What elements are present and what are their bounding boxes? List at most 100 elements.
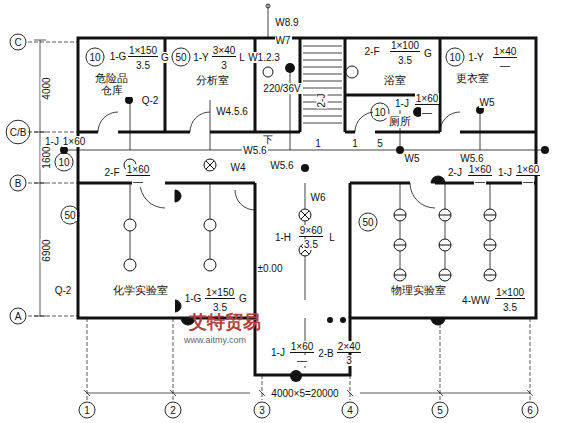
fixture-label: W4.5.6 xyxy=(215,106,249,117)
number-circle xyxy=(522,402,538,418)
axis-or-circle-number: 5 xyxy=(436,405,444,416)
fixture-label: 9×60 xyxy=(299,225,324,237)
walls xyxy=(78,38,536,375)
fixture-label: — xyxy=(522,176,534,187)
number-circle xyxy=(342,402,358,418)
number-circle xyxy=(446,48,464,66)
axis-or-circle-number: 50 xyxy=(63,210,76,221)
fixture-label: G xyxy=(160,52,170,63)
axis-or-circle-number: 2 xyxy=(169,405,177,416)
axis-or-circle-number: 10 xyxy=(57,157,70,168)
number-circle xyxy=(61,206,79,224)
fixture-label: 1×60 xyxy=(62,136,87,147)
axis-or-circle-number: A xyxy=(14,311,23,322)
fixture-label: 1 xyxy=(351,138,359,149)
number-circle xyxy=(10,175,26,191)
fixture-label: 220/36V xyxy=(262,83,301,94)
room-name: 化学实验室 xyxy=(111,283,170,297)
stair-tread xyxy=(303,81,342,82)
number-circle xyxy=(254,402,270,418)
stair-tread xyxy=(303,60,342,61)
fixture-label: G xyxy=(238,293,248,304)
number-circle xyxy=(86,48,104,66)
fixture-label: 1-J xyxy=(497,167,513,178)
axis-or-circle-number: 10 xyxy=(373,107,386,118)
stair-tread xyxy=(303,88,342,89)
wiring xyxy=(64,4,545,368)
lamps xyxy=(124,66,496,325)
axis-or-circle-number: 50 xyxy=(361,217,374,228)
fixture-label: 1×60 xyxy=(290,341,315,353)
number-circle xyxy=(79,402,95,418)
number-circle xyxy=(432,402,448,418)
fixture-label: W4 xyxy=(230,162,247,173)
fixture-label: 1-Y xyxy=(467,52,485,63)
fixture-label: 1×60 xyxy=(468,164,493,176)
fixture-label: 3.5 xyxy=(303,239,319,250)
fixture-label: 1×150 xyxy=(128,45,158,57)
fixture-label: 2×40 xyxy=(337,341,362,353)
fixture-label: 3.5 xyxy=(397,55,413,66)
room-name: 更衣室 xyxy=(454,71,491,85)
axis-or-circle-number: B xyxy=(14,178,23,189)
fixture-label: 3.5 xyxy=(502,302,518,313)
fixture-label: G xyxy=(423,48,433,59)
fixture-label: 5 xyxy=(376,138,384,149)
fixture-label: W5 xyxy=(479,97,496,108)
fixture-label: — xyxy=(421,107,433,118)
fixture-label: L xyxy=(328,232,336,243)
dimension-lines xyxy=(28,40,533,400)
stair-tread xyxy=(303,46,342,47)
fixture-label: 2-B xyxy=(317,348,335,359)
fixture-label: 1×60 xyxy=(516,164,541,176)
fixture-label: 1×60 xyxy=(415,93,440,105)
fixture-label: — xyxy=(296,355,308,366)
number-circle xyxy=(10,34,26,50)
fixture-label: 1×40 xyxy=(493,46,518,58)
axis-or-circle-number: 6 xyxy=(526,405,534,416)
number-circle xyxy=(359,213,377,231)
fixture-label: 2-F xyxy=(104,167,121,178)
fixture-label: 1×60 xyxy=(126,164,151,176)
fixture-label: 1-Y xyxy=(192,52,210,63)
fixture-label: 1×100 xyxy=(390,40,420,52)
fixture-label: 6900 xyxy=(41,238,52,262)
fixture-label: 下 xyxy=(262,134,274,145)
fixture-label: W5.6 xyxy=(242,145,267,156)
number-circle xyxy=(165,402,181,418)
fixture-label: Q-2 xyxy=(54,285,73,296)
fixture-label: 4000 xyxy=(41,76,52,100)
axis-or-circle-number: 10 xyxy=(448,52,461,63)
room-title: 物理实验室 xyxy=(391,284,446,296)
stair-tread xyxy=(303,67,342,68)
room-title: 厕所 xyxy=(389,115,411,127)
fixture-label: — xyxy=(499,60,511,71)
stair-tread xyxy=(303,123,342,124)
room-title: 化学实验室 xyxy=(113,284,168,296)
fixture-label: W1.2.3 xyxy=(247,52,281,63)
fixture-label: 2-F xyxy=(364,46,381,57)
fixture-label: 2-J xyxy=(447,167,463,178)
fixture-label: L xyxy=(238,52,246,63)
room-name: 物理实验室 xyxy=(389,283,448,297)
fixture-label: W5.6 xyxy=(459,153,484,164)
axis-or-circle-number: C/B xyxy=(9,127,28,138)
fixture-label: 3.5 xyxy=(212,302,228,313)
fixture-label: W7 xyxy=(275,35,292,46)
fixture-label: 4000×5=20000 xyxy=(270,388,339,399)
room-title: 分析室 xyxy=(196,74,229,86)
fixture-label: 1-J xyxy=(270,347,286,358)
number-circle xyxy=(55,153,73,171)
watermark: 艾特贸易 xyxy=(188,312,262,332)
room-name: 分析室 xyxy=(194,73,231,87)
stair-tread xyxy=(303,109,342,110)
fixture-label: 2-J xyxy=(317,92,328,108)
fixture-label: 3.5 xyxy=(135,60,151,71)
fixture-label: 4-WW xyxy=(461,295,491,306)
fixture-label: 1600 xyxy=(41,145,52,169)
room-title: 更衣室 xyxy=(456,72,489,84)
stair-tread xyxy=(303,74,342,75)
fixture-label: 1×100 xyxy=(495,287,525,299)
fixture-label: 3 xyxy=(220,60,228,71)
